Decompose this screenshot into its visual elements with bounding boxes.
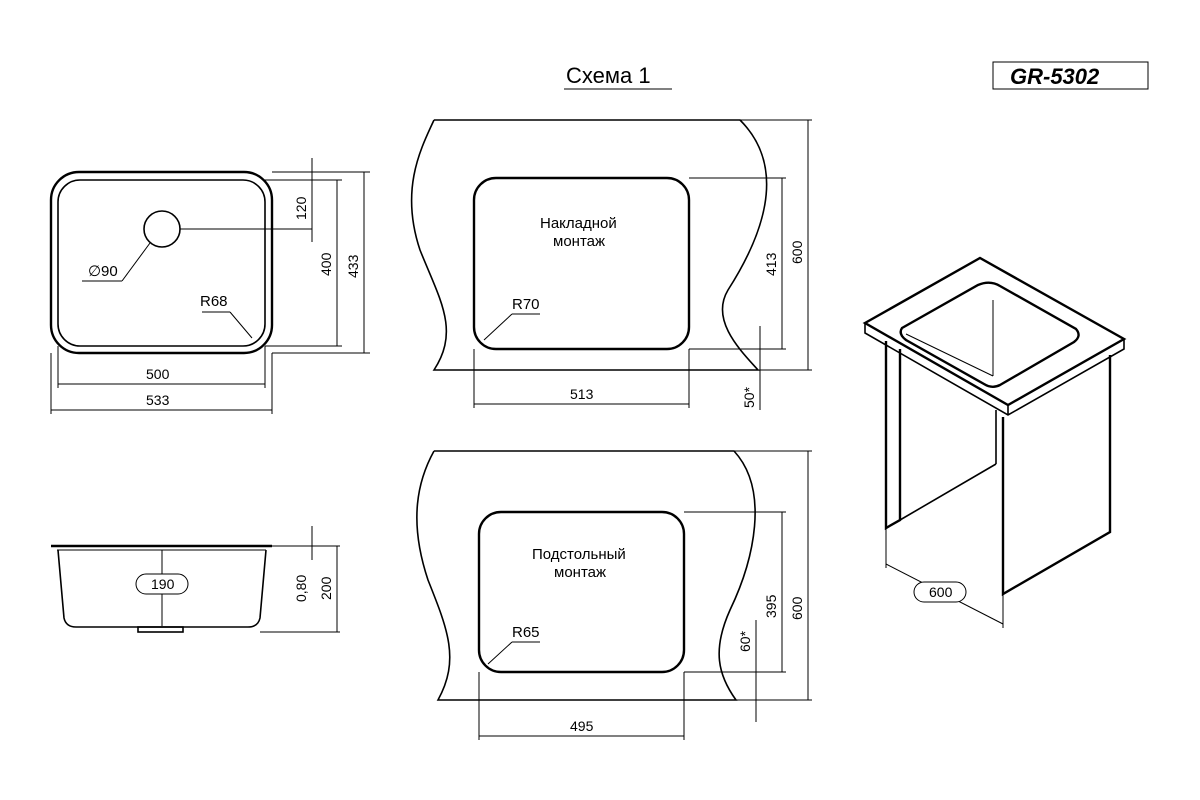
dim-495: 495 bbox=[570, 718, 594, 734]
depth-badge bbox=[135, 573, 189, 595]
header: Схема 1 GR-5302 bbox=[564, 61, 1149, 90]
dim-513: 513 bbox=[570, 386, 594, 402]
dim-60: 60* bbox=[737, 630, 753, 652]
countertop-outline-bottom bbox=[416, 450, 756, 701]
depth-value: 190 bbox=[151, 576, 175, 592]
drain-hole bbox=[143, 210, 181, 248]
cabinet-bowl-wall bbox=[905, 300, 994, 377]
overlay-mount-view: Накладной монтаж R70 513 413 600 50* bbox=[410, 119, 812, 410]
dim-600-top: 600 bbox=[789, 240, 805, 264]
dim-400: 400 bbox=[318, 252, 334, 276]
overlay-radius-diag bbox=[483, 313, 513, 341]
overlay-cutout bbox=[472, 176, 691, 351]
undermount-view: Подстольный монтаж R65 495 395 600 60* bbox=[416, 450, 812, 740]
cabinet-sink-opening bbox=[899, 281, 1080, 388]
overlay-label-line1: Накладной bbox=[540, 215, 617, 232]
diameter-symbol: ∅ bbox=[88, 263, 101, 280]
overlay-label-line2: монтаж bbox=[553, 233, 605, 250]
sink-outer-rim bbox=[49, 170, 274, 355]
diameter-value: 90 bbox=[101, 263, 118, 280]
undermount-radius-diag bbox=[487, 641, 513, 665]
dim-395: 395 bbox=[763, 594, 779, 618]
radius-label: R68 bbox=[200, 293, 228, 310]
sink-side-view: 190 0,80 200 bbox=[51, 526, 340, 633]
cabinet-dim-badge bbox=[913, 581, 967, 603]
dim-cab-600: 600 bbox=[929, 584, 953, 600]
cabinet-isometric-view: 600 bbox=[862, 256, 1127, 628]
sink-inner-bowl bbox=[57, 179, 266, 347]
diameter-leader bbox=[121, 242, 151, 282]
undermount-radius: R65 bbox=[512, 624, 540, 641]
cabinet-left-panel bbox=[884, 341, 902, 531]
dim-120: 120 bbox=[293, 196, 309, 220]
dim-500: 500 bbox=[146, 366, 170, 382]
dim-413: 413 bbox=[763, 252, 779, 276]
radius-leader-diag bbox=[229, 311, 253, 339]
undermount-cutout bbox=[477, 510, 686, 674]
cabinet-left-bottom bbox=[899, 463, 997, 521]
scheme-title: Схема 1 bbox=[566, 63, 651, 88]
cabinet-top-face bbox=[862, 256, 1127, 407]
dim-433: 433 bbox=[345, 254, 361, 278]
model-number: GR-5302 bbox=[1010, 64, 1100, 89]
dim-50: 50* bbox=[741, 386, 757, 408]
dim-200: 200 bbox=[318, 576, 334, 600]
side-drain bbox=[137, 626, 184, 633]
model-box bbox=[992, 61, 1149, 90]
dim-533: 533 bbox=[146, 392, 170, 408]
countertop-outline-top bbox=[410, 119, 768, 371]
dim-600-bottom: 600 bbox=[789, 596, 805, 620]
undermount-label-line2: монтаж bbox=[554, 564, 606, 581]
cabinet-right-panel bbox=[1001, 355, 1112, 597]
undermount-label-line1: Подстольный bbox=[532, 546, 626, 563]
sink-top-view: ∅ 90 R68 120 400 433 500 533 bbox=[49, 158, 370, 414]
dim-080: 0,80 bbox=[293, 575, 309, 602]
overlay-radius: R70 bbox=[512, 296, 540, 313]
